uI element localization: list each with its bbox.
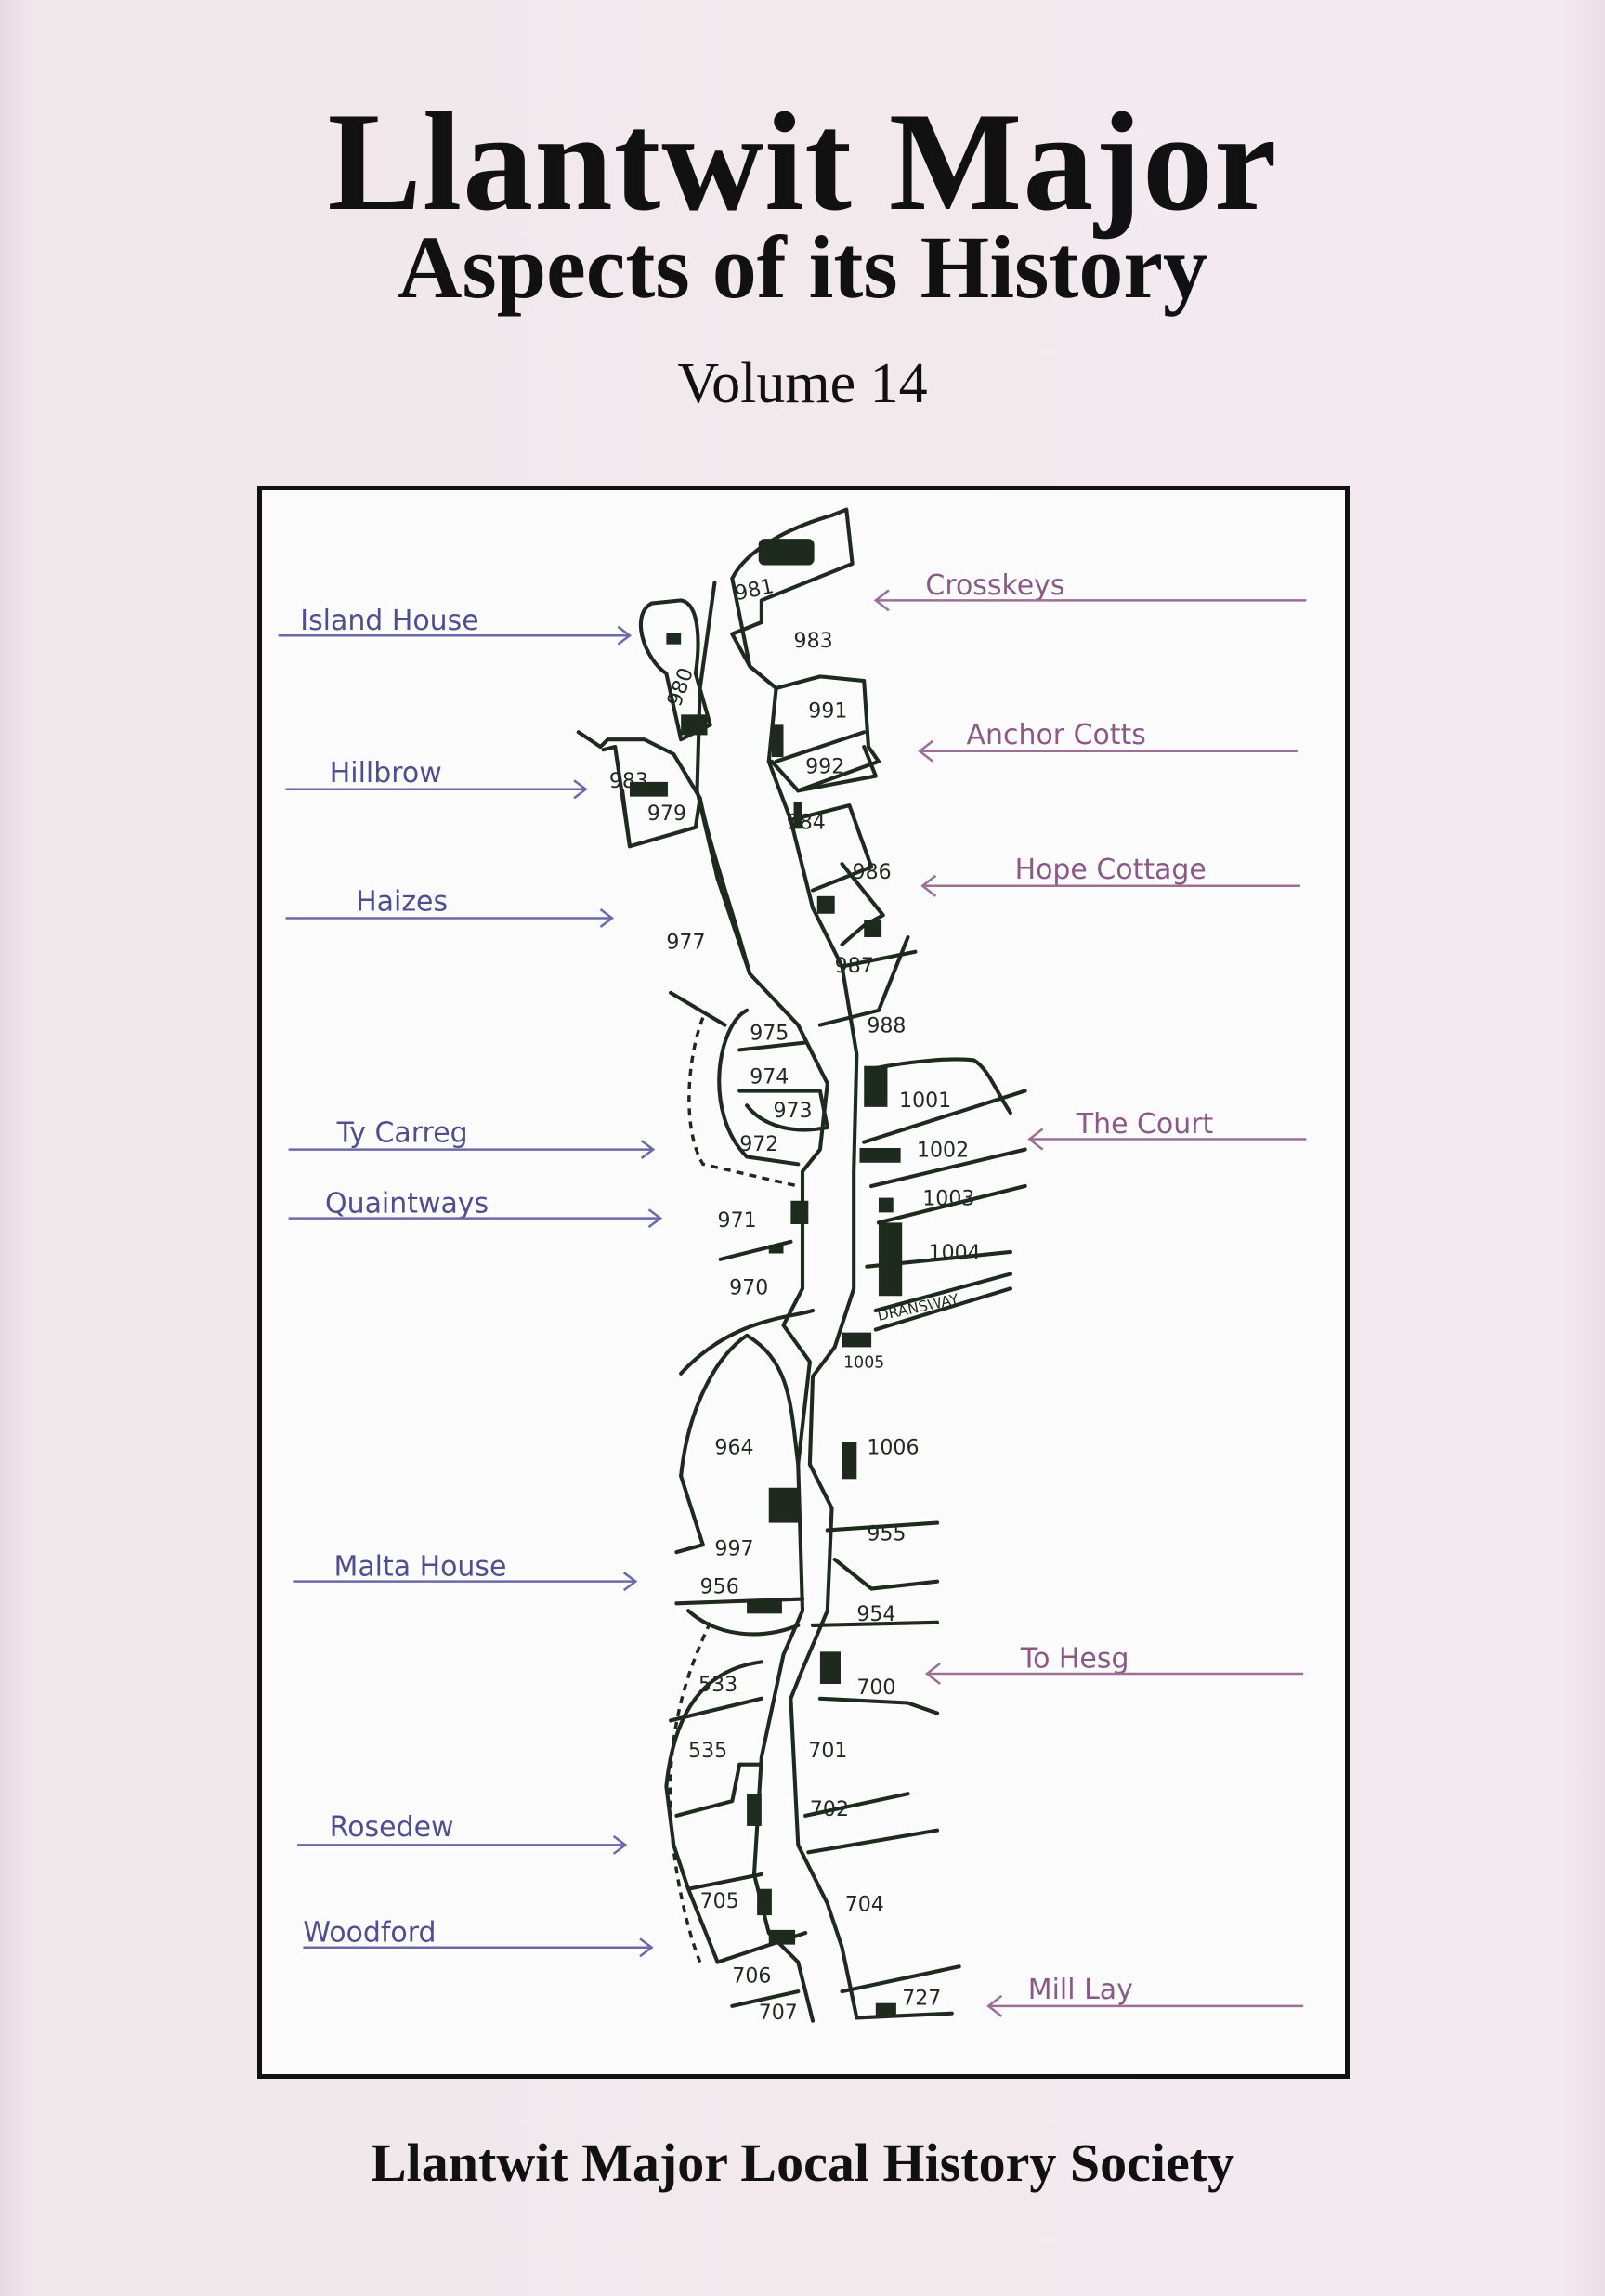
- road-right-edge: [730, 576, 859, 2020]
- plot-number: 707: [759, 2002, 798, 2025]
- plot-number: 984: [787, 811, 826, 834]
- plot-number: 704: [845, 1893, 884, 1916]
- svg-text:The Court: The Court: [1076, 1108, 1214, 1141]
- label-woodford: Woodford: [303, 1916, 654, 1958]
- arrow-right-icon: [288, 1140, 656, 1160]
- buildings: [629, 539, 903, 2018]
- plot-number: 1003: [922, 1187, 974, 1210]
- left-labels: Island House Hillbrow Haizes Ty Carreg Q…: [278, 605, 663, 1958]
- plot-number: 997: [714, 1537, 753, 1560]
- plot-number: 701: [808, 1740, 847, 1763]
- svg-text:To Hesg: To Hesg: [1020, 1643, 1129, 1676]
- plot-number: 973: [773, 1100, 812, 1123]
- plot-number: 1001: [899, 1089, 951, 1113]
- plot-number: 987: [835, 955, 874, 978]
- plot-number: 983: [794, 630, 833, 653]
- svg-text:Hope Cottage: Hope Cottage: [1015, 854, 1207, 886]
- plot-number: 1005: [843, 1353, 884, 1372]
- label-hope-cottage: Hope Cottage: [920, 854, 1301, 897]
- label-mill-lay: Mill Lay: [986, 1974, 1304, 2017]
- arrow-left-icon: [986, 1994, 1304, 2017]
- arrow-right-icon: [285, 908, 615, 928]
- plot-number: 977: [666, 932, 705, 955]
- plot-number: 535: [688, 1740, 727, 1763]
- arrow-left-icon: [924, 1662, 1304, 1686]
- plot-number: 705: [700, 1890, 739, 1913]
- plot-number: 979: [647, 802, 686, 826]
- plot-number: 975: [750, 1022, 789, 1045]
- label-crosskeys: Crosskeys: [873, 569, 1307, 612]
- label-haizes: Haizes: [285, 886, 615, 928]
- label-to-hesg: To Hesg: [924, 1643, 1304, 1686]
- svg-text:Anchor Cotts: Anchor Cotts: [967, 719, 1146, 751]
- publisher-name: Llantwit Major Local History Society: [370, 2133, 1234, 2193]
- svg-text:Island House: Island House: [300, 605, 478, 637]
- plot-number: 1002: [917, 1139, 969, 1162]
- plot-number: 974: [750, 1066, 789, 1089]
- plot-number: 700: [856, 1676, 895, 1700]
- plot-number: 727: [902, 1987, 941, 2010]
- arrow-left-icon: [920, 874, 1301, 897]
- plot-number: 992: [805, 755, 844, 778]
- svg-text:Rosedew: Rosedew: [330, 1811, 454, 1844]
- svg-text:Quaintways: Quaintways: [325, 1187, 489, 1220]
- plot-number: 956: [700, 1575, 739, 1598]
- volume-number: Volume 14: [677, 352, 928, 415]
- plot-number: 1006: [867, 1436, 919, 1459]
- arrow-right-icon: [293, 1572, 638, 1592]
- arrow-left-icon: [873, 589, 1307, 612]
- label-rosedew: Rosedew: [297, 1811, 628, 1855]
- right-labels: Crosskeys Anchor Cotts Hope Cottage The …: [873, 569, 1307, 2017]
- plot-number: 955: [867, 1523, 906, 1546]
- arrow-right-icon: [297, 1834, 628, 1855]
- svg-text:Hillbrow: Hillbrow: [330, 757, 442, 789]
- arrow-right-icon: [278, 625, 633, 646]
- arrow-right-icon: [303, 1937, 654, 1958]
- arrow-right-icon: [288, 1208, 663, 1229]
- arrow-left-icon: [918, 739, 1298, 763]
- label-quaintways: Quaintways: [288, 1187, 663, 1229]
- plot-number: 533: [698, 1674, 737, 1697]
- plot-outlines: [576, 507, 1027, 2020]
- label-hillbrow: Hillbrow: [285, 757, 588, 800]
- svg-text:Malta House: Malta House: [334, 1550, 507, 1583]
- label-anchor-cotts: Anchor Cotts: [918, 719, 1298, 763]
- svg-text:Woodford: Woodford: [303, 1916, 436, 1949]
- svg-text:Mill Lay: Mill Lay: [1028, 1974, 1133, 2006]
- plot-number: 702: [810, 1798, 849, 1821]
- road-left-edge: [695, 581, 829, 2023]
- svg-text:Ty Carreg: Ty Carreg: [336, 1117, 468, 1150]
- label-island-house: Island House: [278, 605, 633, 646]
- label-the-court: The Court: [1027, 1108, 1307, 1151]
- arrow-right-icon: [285, 779, 588, 800]
- label-malta-house: Malta House: [293, 1550, 638, 1592]
- plot-number: 706: [732, 1965, 771, 1989]
- plot-number: 981: [733, 575, 776, 606]
- svg-text:Haizes: Haizes: [356, 886, 448, 919]
- book-title: Llantwit Major: [327, 84, 1278, 240]
- plot-number: 1004: [929, 1242, 981, 1265]
- svg-text:Crosskeys: Crosskeys: [925, 569, 1064, 602]
- plot-number: 971: [718, 1209, 757, 1233]
- plot-number: 954: [856, 1603, 895, 1626]
- plot-number: 970: [729, 1277, 768, 1300]
- plot-number: 983: [609, 770, 648, 793]
- label-ty-carreg: Ty Carreg: [288, 1117, 656, 1160]
- plot-number: 964: [714, 1436, 753, 1459]
- plot-number: 991: [808, 700, 847, 724]
- plot-number: 980: [663, 665, 698, 710]
- plot-number: 986: [853, 861, 892, 884]
- arrow-left-icon: [1027, 1128, 1307, 1151]
- plot-number: 988: [867, 1014, 906, 1037]
- plot-number: 972: [739, 1133, 778, 1156]
- book-subtitle: Aspects of its History: [398, 217, 1207, 317]
